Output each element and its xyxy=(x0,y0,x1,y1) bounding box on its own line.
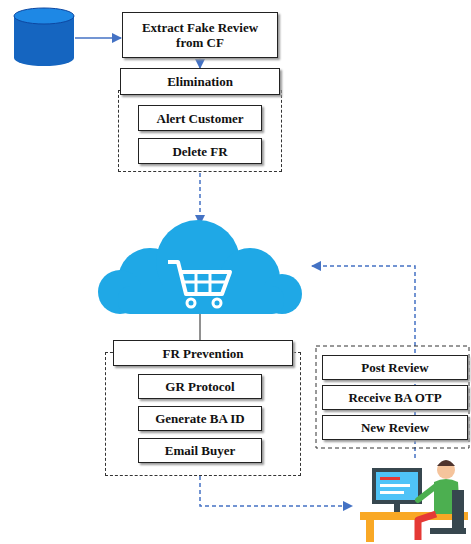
process-box: Email Buyer xyxy=(138,438,262,463)
process-box: GR Protocol xyxy=(138,374,262,399)
process-box: New Review xyxy=(322,415,468,440)
node-text: Generate BA ID xyxy=(155,411,245,426)
node-text: Alert Customer xyxy=(157,111,244,126)
node-text: Delete FR xyxy=(172,144,227,159)
group-heading: Elimination xyxy=(120,68,280,95)
node-text: Extract Fake Review from CF xyxy=(129,20,271,50)
node-text: Elimination xyxy=(167,74,233,89)
group-heading: FR Prevention xyxy=(113,340,293,366)
dashed-arrow xyxy=(199,173,201,224)
node-text: Email Buyer xyxy=(165,443,235,458)
connector-line xyxy=(200,314,201,340)
process-box: Receive BA OTP xyxy=(322,385,468,410)
process-box: Delete FR xyxy=(138,138,262,164)
dashed-frame xyxy=(316,346,469,448)
arrow-line xyxy=(75,37,121,39)
arrow-connector xyxy=(199,58,201,68)
process-box: Extract Fake Review from CF xyxy=(122,12,278,58)
process-box: Generate BA ID xyxy=(138,406,262,431)
node-text: Post Review xyxy=(361,360,429,375)
process-box: Alert Customer xyxy=(138,105,262,131)
group-box: FR PreventionGR ProtocolGenerate BA IDEm… xyxy=(105,352,301,476)
user-computer-icon xyxy=(360,460,468,542)
database-icon xyxy=(14,8,74,66)
node-text: Receive BA OTP xyxy=(348,390,441,405)
node-text: GR Protocol xyxy=(165,379,234,394)
group-box: EliminationAlert CustomerDelete FR xyxy=(118,90,282,172)
process-box: Post Review xyxy=(322,355,468,380)
cloud-cart-icon xyxy=(98,220,302,314)
node-text: New Review xyxy=(361,420,429,435)
dashed-arrow xyxy=(200,476,352,506)
node-text: FR Prevention xyxy=(163,346,244,361)
